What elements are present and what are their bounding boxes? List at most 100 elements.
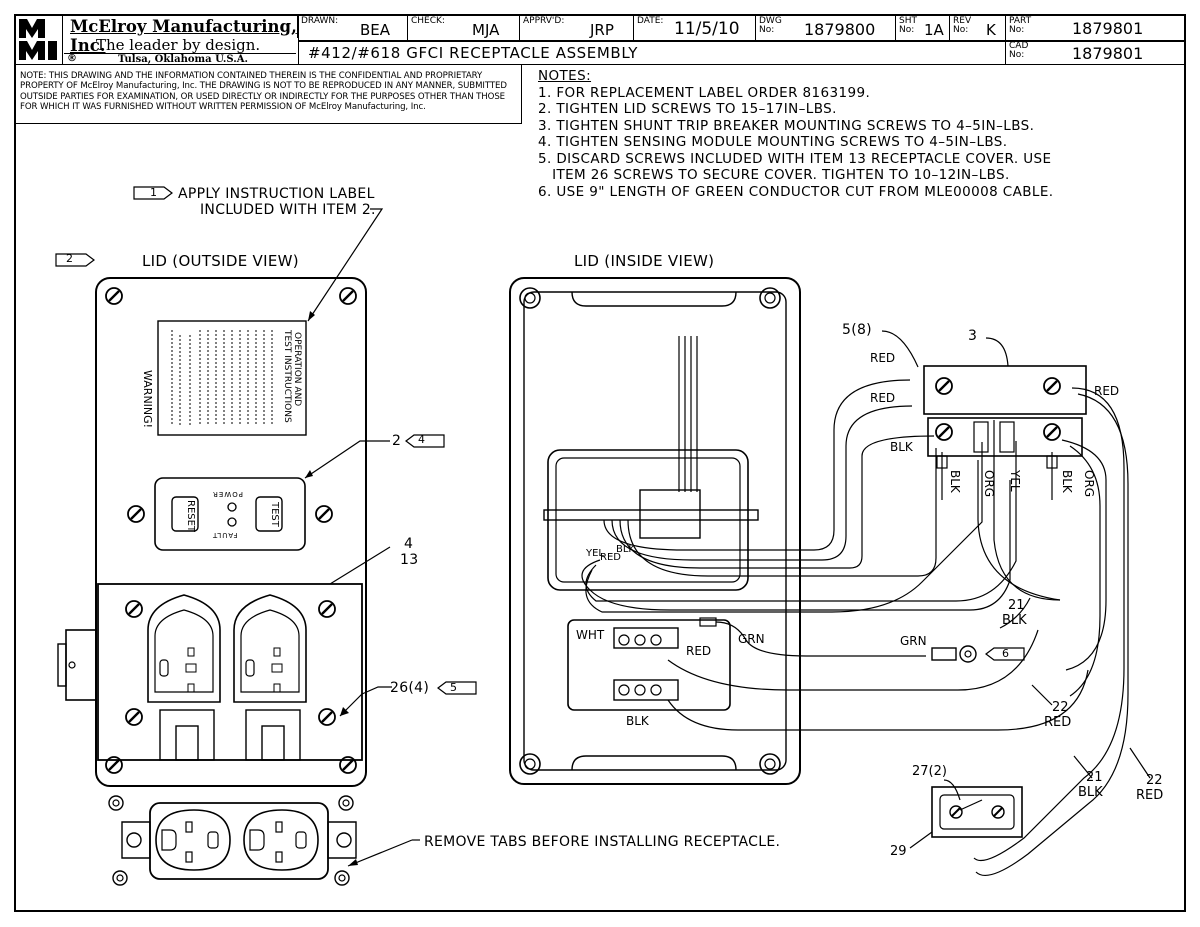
wire-blk-2: BLK (948, 470, 962, 493)
module-red: RED (686, 644, 712, 658)
dwg-cell: DWG No: 1879800 (756, 16, 896, 41)
check-value: MJA (472, 21, 500, 39)
company-name: McElroy Manufacturing, Inc. (70, 17, 297, 55)
bundle-yel: YEL (586, 548, 604, 559)
callout-22-b: 22 (1146, 773, 1163, 788)
callout-21-b: 21 (1086, 770, 1103, 785)
drawn-value: BEA (360, 21, 391, 39)
callout-22-a: 22 (1052, 700, 1069, 715)
note-2: 2. TIGHTEN LID SCREWS TO 15–17IN–LBS. (538, 101, 837, 117)
registered-mark: ® (67, 53, 77, 64)
module-grn: GRN (738, 632, 765, 646)
part-value: 1879801 (1072, 19, 1144, 38)
slogan: The leader by design. (96, 36, 261, 54)
apprvd-label: APPRV'D: (523, 16, 565, 26)
flag-5-label: 5 (450, 681, 458, 694)
apprvd-value: JRP (590, 21, 614, 39)
rev-label: REV No: (953, 16, 972, 35)
drawing-sheet (14, 14, 1186, 912)
power-led-label: POWER (212, 490, 243, 498)
wire-blk-3: BLK (1060, 470, 1074, 493)
part-label: PART No: (1009, 16, 1032, 35)
wire-red-3: RED (1094, 384, 1120, 398)
lid-outside-view (55, 186, 477, 886)
wire-red-2: RED (870, 391, 896, 405)
check-cell: CHECK: MJA (408, 16, 520, 41)
flag-4-label: 4 (418, 433, 426, 446)
callout-13: 13 (400, 552, 419, 568)
check-label: CHECK: (411, 16, 445, 26)
callout-29: 29 (890, 844, 907, 859)
callout-3: 3 (968, 328, 978, 344)
proprietary-note-box: NOTE: THIS DRAWING AND THE INFORMATION C… (16, 64, 522, 124)
sht-value: 1A (924, 21, 944, 39)
callout-5-8: 5(8) (842, 322, 872, 338)
wire-org-1: ORG (982, 470, 996, 498)
fault-led-label: FAULT (212, 531, 238, 539)
test-label-text: TEST INSTRUCTIONS (282, 330, 292, 423)
rev-cell: REV No: K (950, 16, 1006, 41)
date-label: DATE: (637, 16, 664, 26)
module-wht: WHT (576, 628, 605, 642)
company-logo (16, 16, 63, 64)
flag-2-label: 2 (66, 252, 74, 265)
flag-6-label: 6 (1002, 647, 1009, 660)
note-5-cont: ITEM 26 SCREWS TO SECURE COVER. TIGHTEN … (538, 167, 1010, 183)
bundle-blk: BLK (616, 544, 635, 555)
outside-view-title: LID (OUTSIDE VIEW) (142, 252, 299, 270)
rev-value: K (986, 21, 996, 39)
callout-22-b-color: RED (1136, 788, 1164, 803)
date-value: 11/5/10 (674, 19, 740, 39)
company-location: Tulsa, Oklahoma U.S.A. (118, 54, 248, 65)
sht-label: SHT No: (899, 16, 917, 35)
drawn-label: DRAWN: (301, 16, 339, 26)
note-4: 4. TIGHTEN SENSING MODULE MOUNTING SCREW… (538, 134, 1008, 150)
bundle-red: RED (600, 552, 621, 563)
instruction-line-1: APPLY INSTRUCTION LABEL (178, 186, 375, 202)
wire-blk-1: BLK (890, 440, 913, 454)
remove-tabs-note: REMOVE TABS BEFORE INSTALLING RECEPTACLE… (424, 834, 781, 850)
wire-org-2: ORG (1082, 470, 1096, 498)
company-name-cell: McElroy Manufacturing, Inc. (62, 16, 298, 55)
sht-cell: SHT No: 1A (896, 16, 950, 41)
test-button: TEST (269, 502, 280, 527)
notes-title: NOTES: (538, 68, 592, 84)
drawing-title: #412/#618 GFCI RECEPTACLE ASSEMBLY (308, 44, 639, 62)
callout-21-b-color: BLK (1078, 785, 1103, 800)
notes-block: NOTES: 1. FOR REPLACEMENT LABEL ORDER 81… (524, 68, 1053, 200)
module-blk: BLK (626, 714, 649, 728)
mmi-logo-icon (19, 19, 57, 60)
wire-red-1: RED (870, 351, 896, 365)
cad-cell: CAD No: 1879801 (1006, 41, 1184, 64)
drawn-cell: DRAWN: BEA (298, 16, 408, 41)
callout-27: 27(2) (912, 764, 947, 779)
callout-4: 4 (404, 536, 414, 552)
note-3: 3. TIGHTEN SHUNT TRIP BREAKER MOUNTING S… (538, 117, 1035, 134)
reset-button: RESET (185, 500, 196, 533)
note-6: 6. USE 9" LENGTH OF GREEN CONDUCTOR CUT … (538, 183, 1054, 200)
part-cell: PART No: 1879801 (1006, 16, 1184, 41)
title-cell: #412/#618 GFCI RECEPTACLE ASSEMBLY (298, 41, 1006, 64)
date-cell: DATE: 11/5/10 (634, 16, 756, 41)
flag-1-label: 1 (150, 186, 158, 199)
note-1: 1. FOR REPLACEMENT LABEL ORDER 8163199. (538, 84, 871, 101)
callout-21-a: 21 (1008, 598, 1025, 613)
callout-22-a-color: RED (1044, 715, 1072, 730)
proprietary-note: NOTE: THIS DRAWING AND THE INFORMATION C… (20, 71, 507, 112)
dwg-label: DWG No: (759, 16, 782, 35)
lid-inside-view (509, 277, 1151, 876)
cad-label: CAD No: (1009, 41, 1029, 60)
callout-21-a-color: BLK (1002, 613, 1027, 628)
cad-value: 1879801 (1072, 44, 1144, 63)
callout-26: 26(4) (390, 680, 430, 696)
inside-view-title: LID (INSIDE VIEW) (574, 252, 715, 270)
dwg-value: 1879800 (804, 20, 876, 39)
operation-label-text: OPERATION AND (292, 332, 302, 407)
callout-2: 2 (392, 433, 402, 449)
ground-grn: GRN (900, 634, 927, 648)
warning-label-text: WARNING! (141, 370, 154, 429)
note-5: 5. DISCARD SCREWS INCLUDED WITH ITEM 13 … (538, 150, 1052, 167)
wire-yel-1: YEL (1008, 470, 1022, 492)
apprvd-cell: APPRV'D: JRP (520, 16, 634, 41)
